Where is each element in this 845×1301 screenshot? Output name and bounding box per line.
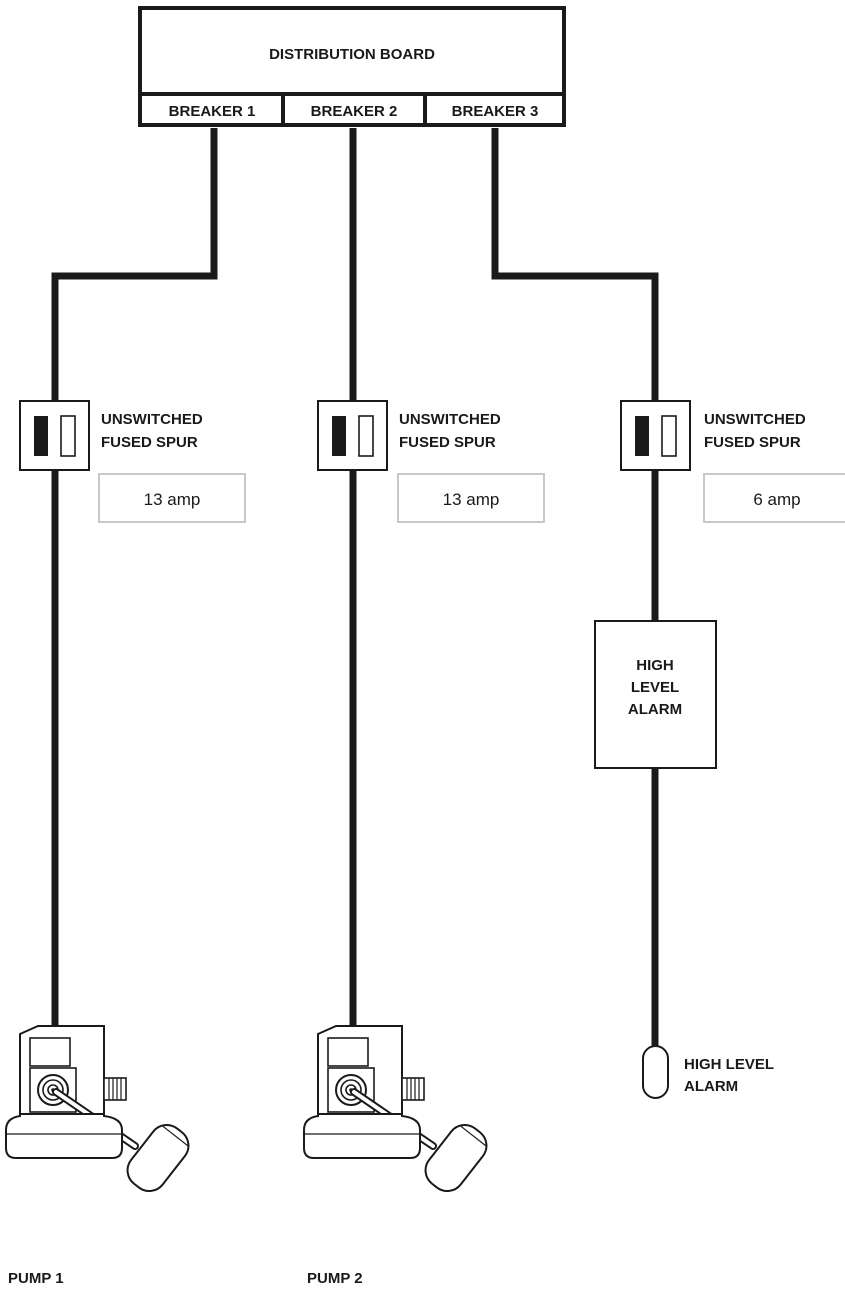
spur-2-label-line2: FUSED SPUR xyxy=(399,434,496,451)
high-level-alarm-panel: HIGH LEVEL ALARM xyxy=(594,620,717,769)
spur-3-label-line1: UNSWITCHED xyxy=(704,411,806,428)
spur-3-label-line2: FUSED SPUR xyxy=(704,434,801,451)
float-switch-label-line1: HIGH LEVEL xyxy=(684,1056,774,1073)
spur-1-rating: 13 amp xyxy=(144,490,201,509)
fused-spur-icon xyxy=(19,400,90,471)
float-switch-label-line2: ALARM xyxy=(684,1078,738,1095)
pump-1-label: PUMP 1 xyxy=(8,1270,64,1287)
wiring xyxy=(51,128,659,1048)
pump-icon xyxy=(6,1026,195,1198)
alarm-panel-line1: HIGH xyxy=(636,657,674,674)
distribution-board: DISTRIBUTION BOARD BREAKER 1 BREAKER 2 B… xyxy=(138,6,566,127)
fused-spur-icon xyxy=(620,400,691,471)
spur-1-label-line2: FUSED SPUR xyxy=(101,434,198,451)
spur-2-rating: 13 amp xyxy=(443,490,500,509)
spur-3-rating-box xyxy=(703,473,845,523)
circuit-3-wire xyxy=(491,128,659,402)
distribution-board-title: DISTRIBUTION BOARD xyxy=(269,46,435,63)
fused-spur-2: UNSWITCHED FUSED SPUR 13 amp xyxy=(317,400,545,523)
pump-2: PUMP 2 xyxy=(304,1026,493,1287)
circuit-1-wire xyxy=(51,128,218,402)
breaker-3-label: BREAKER 3 xyxy=(452,103,539,120)
fused-spur-icon xyxy=(317,400,388,471)
breaker-2-label: BREAKER 2 xyxy=(311,103,398,120)
pump-2-label: PUMP 2 xyxy=(307,1270,363,1287)
breaker-1-label: BREAKER 1 xyxy=(169,103,256,120)
high-level-float-switch: HIGH LEVEL ALARM xyxy=(642,1045,774,1099)
fused-spur-3: UNSWITCHED FUSED SPUR 6 amp xyxy=(620,400,845,523)
alarm-panel-line2: LEVEL xyxy=(631,679,679,696)
alarm-panel-line3: ALARM xyxy=(628,701,682,718)
spur-3-rating: 6 amp xyxy=(753,490,800,509)
fused-spur-1: UNSWITCHED FUSED SPUR 13 amp xyxy=(19,400,246,523)
pump-icon xyxy=(304,1026,493,1198)
spur-2-label-line1: UNSWITCHED xyxy=(399,411,501,428)
pump-1: PUMP 1 xyxy=(6,1026,195,1287)
float-switch-icon xyxy=(642,1045,669,1099)
spur-1-label-line1: UNSWITCHED xyxy=(101,411,203,428)
spur-1-rating-box xyxy=(98,473,246,523)
spur-2-rating-box xyxy=(397,473,545,523)
